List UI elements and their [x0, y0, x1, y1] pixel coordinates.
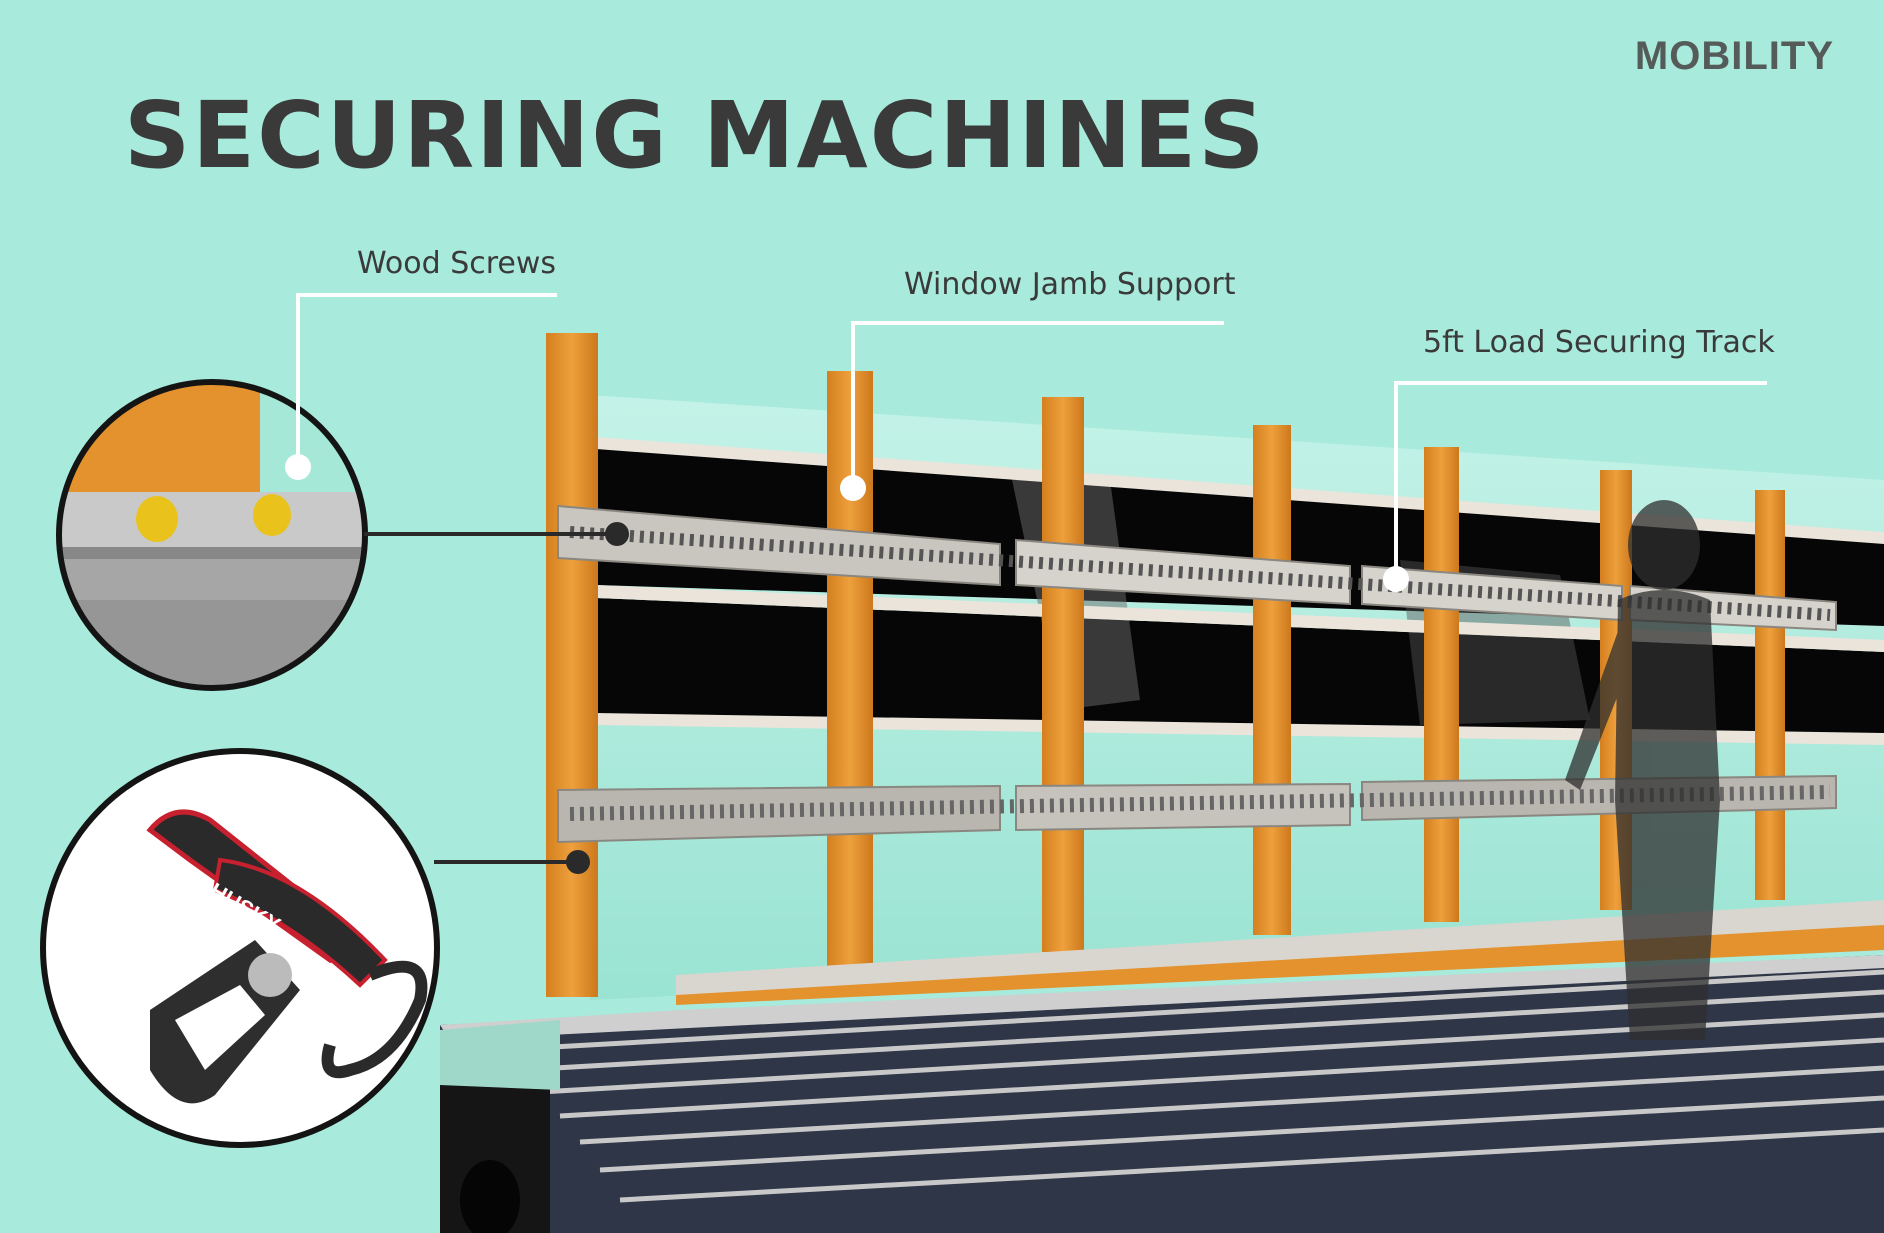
person-silhouette: [1565, 500, 1720, 1040]
callout-label-load-securing-track: 5ft Load Securing Track: [1423, 325, 1775, 360]
callout-label-window-jamb-support: Window Jamb Support: [904, 267, 1236, 302]
screw-icon: [136, 496, 178, 542]
connector-dot-upper: [605, 522, 629, 546]
callout-leaders: [296, 293, 1767, 575]
detail-connectors: [364, 532, 617, 864]
callout-dot-window-jamb-support: [840, 475, 866, 501]
ratchet-strap-detail: HUSKY: [40, 748, 440, 1148]
callout-dot-wood-screws: [285, 454, 311, 480]
callout-dot-load-securing-track: [1383, 566, 1409, 592]
connector-dot-lower: [566, 850, 590, 874]
callout-dots: [285, 454, 1409, 592]
screw-icon: [253, 494, 291, 536]
page-title: SECURING MACHINES: [124, 82, 1267, 189]
brand-label: MOBILITY: [1634, 34, 1834, 78]
truck-bed: [440, 900, 1884, 1233]
wood-screws-detail: [56, 379, 368, 691]
callout-label-wood-screws: Wood Screws: [357, 246, 557, 281]
